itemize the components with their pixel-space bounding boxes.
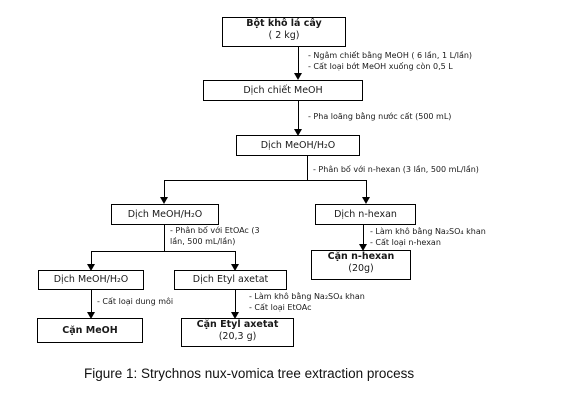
box-ethyl-acetate-layer: Dịch Etyl axetat [174,270,287,290]
note-maceration-line-1: - Ngâm chiết bằng MeOH ( 6 lần, 1 L/lần) [308,51,473,60]
connector-meoh-water-3-to-residue [91,290,92,312]
arrowhead-powder-to-meoh-extract [294,73,302,80]
note-etoac-partition: - Phân bố với EtOAc (3 lần, 500 mL/lần) [170,225,260,247]
note-solvent-removal: - Cất loại dung môi [97,296,173,307]
box-n-hexane-residue-amount: (20g) [348,262,374,274]
box-meoh-water-2: Dịch MeOH/H₂O [111,204,219,225]
connector-split-2-left [91,251,92,264]
note-hexane-drying: - Làm khô bằng Na₂SO₄ khan - Cất loại n-… [370,226,486,248]
note-maceration-line-2: - Cất loại bớt MeOH xuống còn 0,5 L [308,62,453,72]
note-hexane-drying-line-2: - Cất loại n-hexan [370,238,441,248]
box-ethyl-acetate-residue: Cặn Etyl axetat (20,3 g) [181,318,294,347]
connector-split-1-right [366,180,367,197]
box-n-hexane-residue-title: Cặn n-hexan [327,251,395,262]
note-dilution: - Pha loãng bằng nước cất (500 mL) [308,111,451,122]
arrowhead-split-1-right [362,197,370,204]
note-etoac-partition-line-1: - Phân bố với EtOAc (3 [170,226,260,235]
arrowhead-meoh-extract-to-meoh-water [294,129,302,136]
connector-meoh-water-down [307,156,308,180]
box-dried-leaf-powder-title: Bột khô lá cây [246,18,322,29]
box-meoh-water-1-label: Dịch MeOH/H₂O [260,140,336,151]
box-meoh-water-3-label: Dịch MeOH/H₂O [53,274,129,285]
figure-caption: Figure 1: Strychnos nux-vomica tree extr… [84,366,415,381]
note-maceration: - Ngâm chiết bằng MeOH ( 6 lần, 1 L/lần)… [308,50,472,72]
box-dried-leaf-powder-amount: ( 2 kg) [268,29,300,41]
box-n-hexane-layer-label: Dịch n-hexan [334,209,397,220]
box-meoh-extract: Dịch chiết MeOH [203,80,363,101]
connector-meoh-water-2-down [164,225,165,251]
note-hexane-drying-line-1: - Làm khô bằng Na₂SO₄ khan [370,227,486,236]
note-hexane-partition-line-1: - Phân bố với n-hexan (3 lần, 500 mL/lần… [313,165,479,174]
arrowhead-split-2-left [87,264,95,271]
arrowhead-split-2-right [231,264,239,271]
note-dilution-line-1: - Pha loãng bằng nước cất (500 mL) [308,112,452,121]
note-etoac-partition-line-2: lần, 500 mL/lần) [170,237,236,247]
arrowhead-split-1-left [160,197,168,204]
box-n-hexane-residue: Cặn n-hexan (20g) [311,250,411,280]
connector-split-1-horizontal [164,180,367,181]
connector-n-hexane-to-residue [363,225,364,244]
box-meoh-water-2-label: Dịch MeOH/H₂O [127,209,203,220]
note-etoac-drying-line-2: - Cất loại EtOAc [249,303,312,313]
box-meoh-water-3: Dịch MeOH/H₂O [38,270,144,290]
note-etoac-drying-line-1: - Làm khô bằng Na₂SO₄ khan [249,292,365,301]
connector-split-1-left [164,180,165,197]
connector-meoh-extract-to-meoh-water [298,101,299,129]
box-meoh-extract-label: Dịch chiết MeOH [243,85,323,96]
box-n-hexane-layer: Dịch n-hexan [315,204,416,225]
box-dried-leaf-powder: Bột khô lá cây ( 2 kg) [222,17,346,47]
connector-ethyl-acetate-to-residue [235,290,236,312]
arrowhead-n-hexane-to-residue [359,244,367,251]
note-etoac-drying: - Làm khô bằng Na₂SO₄ khan - Cất loại Et… [249,291,365,313]
box-ethyl-acetate-residue-title: Cặn Etyl axetat [196,319,279,330]
box-meoh-residue-title: Cặn MeOH [62,325,118,336]
note-hexane-partition: - Phân bố với n-hexan (3 lần, 500 mL/lần… [313,164,479,175]
box-meoh-water-1: Dịch MeOH/H₂O [236,135,360,156]
connector-powder-to-meoh-extract [298,47,299,73]
connector-split-2-right [235,251,236,264]
arrowhead-ethyl-acetate-to-residue [231,312,239,319]
arrowhead-meoh-water-3-to-residue [87,312,95,319]
box-ethyl-acetate-layer-label: Dịch Etyl axetat [192,274,269,285]
note-solvent-removal-line-1: - Cất loại dung môi [97,297,174,306]
connector-split-2-horizontal [91,251,236,252]
box-ethyl-acetate-residue-amount: (20,3 g) [218,330,257,342]
box-meoh-residue: Cặn MeOH [37,318,143,343]
